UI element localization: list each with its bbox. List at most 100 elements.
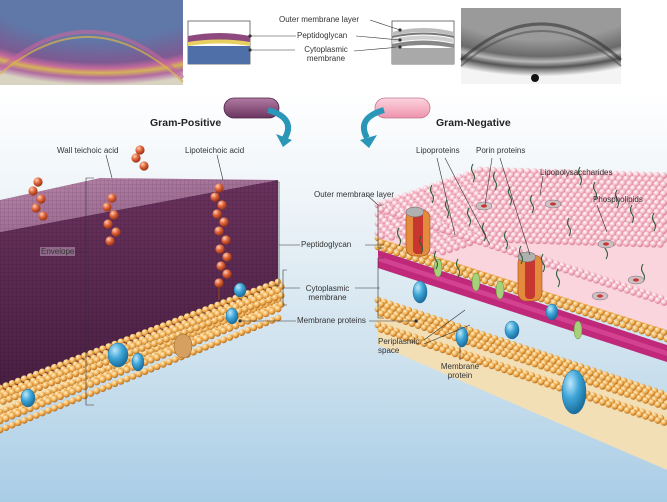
phospholipid-head (476, 175, 484, 183)
lipopolysaccharide (640, 263, 646, 283)
phospholipid-head (642, 293, 649, 300)
lipid-head (586, 394, 594, 402)
lipid-head (537, 378, 545, 386)
lipid-head (605, 400, 613, 408)
wall-teichoic-acid-bead (111, 227, 121, 237)
lipopolysaccharide (507, 186, 513, 206)
lipid-head (611, 402, 619, 410)
porin-proteins-label: Porin proteins (476, 146, 526, 155)
lipid-head (445, 348, 453, 356)
lipoteichoic-acid-bead (217, 200, 227, 210)
lipopolysaccharides-label: Lipopolysaccharides (540, 168, 613, 177)
lipopolysaccharide (577, 166, 583, 186)
lipopolysaccharide (433, 250, 439, 270)
outer-membrane-layer-label: Outer membrane layer (314, 190, 395, 199)
lipid-head (470, 340, 477, 348)
membrane-protein (455, 326, 469, 348)
lipid-head (427, 342, 434, 350)
phospholipid-head (520, 236, 528, 244)
phospholipid-head (548, 237, 555, 245)
phospholipid-head (629, 289, 637, 296)
lipid-head (525, 374, 533, 382)
lipid-head (187, 326, 195, 334)
lipoprotein (573, 320, 583, 340)
lipoprotein (495, 280, 505, 300)
lipid-head (550, 382, 557, 390)
phospholipid-head (541, 237, 549, 245)
lipid-head (247, 303, 255, 311)
lipid-head (457, 352, 465, 360)
lipid-head (262, 310, 270, 318)
lipid-head (487, 279, 495, 287)
wall-teichoic-acid-bead (36, 194, 46, 204)
phospholipid-head (534, 237, 542, 245)
lipid-head (217, 315, 225, 322)
phospholipid-head (562, 266, 570, 274)
lipid-head (599, 382, 606, 390)
phospholipid-head (629, 240, 637, 248)
lipid-head (26, 414, 34, 422)
lipid-head (171, 356, 179, 363)
lipid-head (78, 368, 86, 375)
membrane-protein (561, 369, 587, 415)
phospholipid-head (470, 236, 477, 244)
lipid-head (519, 356, 527, 364)
phospholipid-head (384, 208, 391, 215)
lipid-head (250, 315, 258, 323)
lipid-head (123, 366, 131, 374)
lipid-head (69, 397, 76, 405)
lipid-head (238, 329, 246, 336)
phospholipid-head (476, 238, 483, 246)
lipid-head (660, 419, 667, 426)
lipoteichoic-acid-bead (222, 252, 232, 262)
lipid-head (211, 317, 219, 325)
lipoteichoic-acid-bead (222, 269, 232, 279)
lipid-head (144, 342, 152, 350)
lipid-head (268, 308, 276, 315)
lipopolysaccharide (418, 235, 424, 255)
phospholipid-head (507, 248, 514, 256)
lipid-head (563, 303, 570, 311)
phospholipid-head (660, 299, 667, 306)
lipid-head (44, 398, 52, 405)
lipid-head (651, 331, 658, 339)
lipid-head (629, 393, 637, 400)
lipid-head (147, 356, 155, 364)
lipid-head (654, 401, 662, 408)
lipid-head (117, 377, 125, 385)
lipid-head (623, 407, 631, 414)
leader-lines (44, 154, 608, 406)
lipid-head (575, 307, 583, 315)
gram-positive-micrograph (0, 0, 185, 85)
lipid-head (500, 350, 508, 358)
lipid-head (262, 319, 270, 327)
legend-leader-lines (248, 19, 402, 52)
legend-outer-membrane-label: Outer membrane layer (279, 15, 360, 24)
membrane-protein (504, 320, 520, 340)
phospholipid-head (488, 242, 496, 250)
phospholipid-head (622, 240, 630, 247)
phospholipid-head (543, 260, 551, 268)
phospholipid-head (650, 240, 657, 248)
lipid-head (377, 326, 385, 333)
membrane-protein (412, 280, 428, 304)
phospholipid-head (574, 270, 582, 278)
envelope-label: Envelope (40, 247, 76, 257)
lipid-head (268, 317, 276, 324)
lipid-head (550, 366, 557, 374)
lipid-head (384, 328, 391, 335)
lipid-head (157, 338, 164, 345)
lipid-head (241, 305, 249, 313)
lipid-head (153, 363, 161, 371)
lipid-head (159, 360, 167, 368)
phospholipid-head (388, 233, 395, 241)
lipid-head (208, 341, 215, 349)
lipoteichoic-acid-bead (214, 183, 224, 193)
wall-teichoic-acid-bead (31, 203, 41, 213)
membrane-protein (233, 282, 247, 298)
lipid-head (63, 399, 70, 407)
lipid-head (433, 328, 440, 336)
lipid-head (525, 358, 533, 366)
lipopolysaccharide (614, 189, 620, 209)
lipid-head (450, 267, 457, 275)
